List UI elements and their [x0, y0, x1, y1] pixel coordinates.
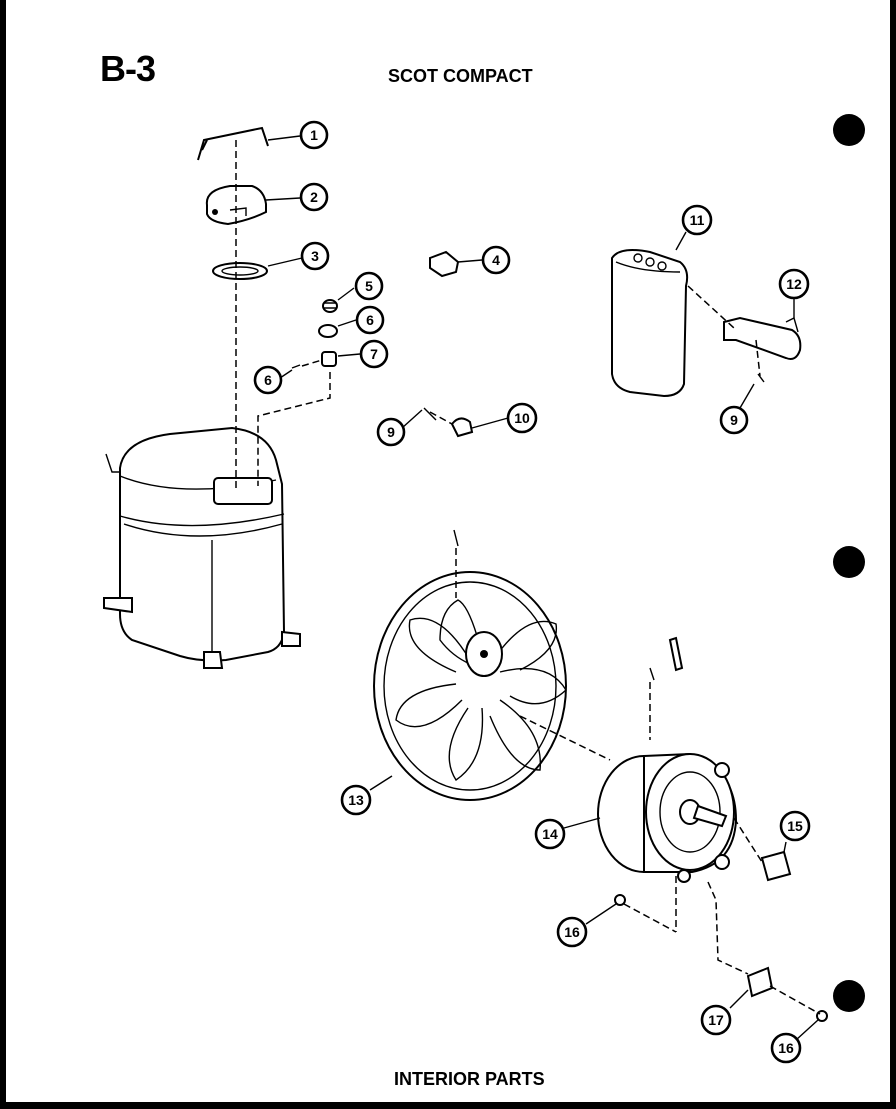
callout-16b-label: 16: [778, 1040, 794, 1056]
callout-16a-label: 16: [564, 924, 580, 940]
callout-14-label: 14: [542, 826, 558, 842]
part-motor: [597, 752, 738, 883]
callout-9a: 9: [376, 417, 406, 447]
part-plate: [760, 850, 792, 882]
punch-hole-bottom: [833, 980, 865, 1012]
callout-9b: 9: [719, 405, 749, 435]
part-fan: [373, 571, 567, 801]
callout-10-label: 10: [514, 410, 530, 426]
page-code: B-3: [100, 48, 156, 89]
callout-2: 2: [299, 182, 329, 212]
callout-1-label: 1: [310, 127, 318, 143]
diagram-caption: INTERIOR PARTS: [394, 1069, 545, 1089]
callout-11-label: 11: [690, 212, 705, 228]
callout-3-label: 3: [311, 248, 319, 264]
part-bushing: [321, 351, 337, 367]
part-nut: [322, 299, 338, 313]
callout-6b: 6: [253, 365, 283, 395]
part-clamp: [450, 417, 474, 438]
callout-12: 12: [778, 268, 810, 300]
assembly-lines: [235, 140, 821, 1015]
punch-hole-middle: [833, 546, 865, 578]
callout-17-label: 17: [708, 1012, 724, 1028]
part-spacer: [746, 966, 774, 998]
page-title: SCOT COMPACT: [388, 66, 533, 86]
callout-6a: 6: [355, 305, 385, 335]
part-gasket: [212, 262, 268, 280]
part-bracket: [723, 316, 802, 360]
callout-13-label: 13: [348, 792, 364, 808]
part-washer: [318, 324, 338, 338]
part-compressor: [103, 426, 301, 669]
callout-6b-label: 6: [264, 372, 272, 388]
part-screw-9: [423, 407, 437, 421]
callout-9a-label: 9: [387, 424, 395, 440]
callout-13: 13: [340, 784, 372, 816]
callout-5-label: 5: [365, 278, 373, 294]
callout-17: 17: [700, 1004, 732, 1036]
callout-16a: 16: [556, 916, 588, 948]
callout-9b-label: 9: [730, 412, 738, 428]
part-clip: [197, 126, 269, 161]
callout-15-label: 15: [787, 818, 803, 834]
leader-lines: [265, 135, 819, 1041]
callout-7-label: 7: [370, 346, 378, 362]
callout-5: 5: [354, 271, 384, 301]
callout-7: 7: [359, 339, 389, 369]
callout-4-label: 4: [492, 252, 500, 268]
part-screw-6: [291, 364, 301, 369]
callout-6a-label: 6: [366, 312, 374, 328]
part-terminal-cover: [205, 185, 267, 226]
callout-2-label: 2: [310, 189, 318, 205]
callout-1: 1: [299, 120, 329, 150]
callout-4: 4: [481, 245, 511, 275]
punch-hole-top: [833, 114, 865, 146]
part-clip-4: [429, 250, 460, 278]
callout-11: 11: [681, 204, 713, 236]
callout-14: 14: [534, 818, 566, 850]
callout-15: 15: [779, 810, 811, 842]
part-nut-16a: [614, 894, 626, 906]
callout-12-label: 12: [786, 276, 802, 292]
callout-16b: 16: [770, 1032, 802, 1064]
callout-10: 10: [506, 402, 538, 434]
callout-3: 3: [300, 241, 330, 271]
part-capacitor: [611, 249, 689, 398]
